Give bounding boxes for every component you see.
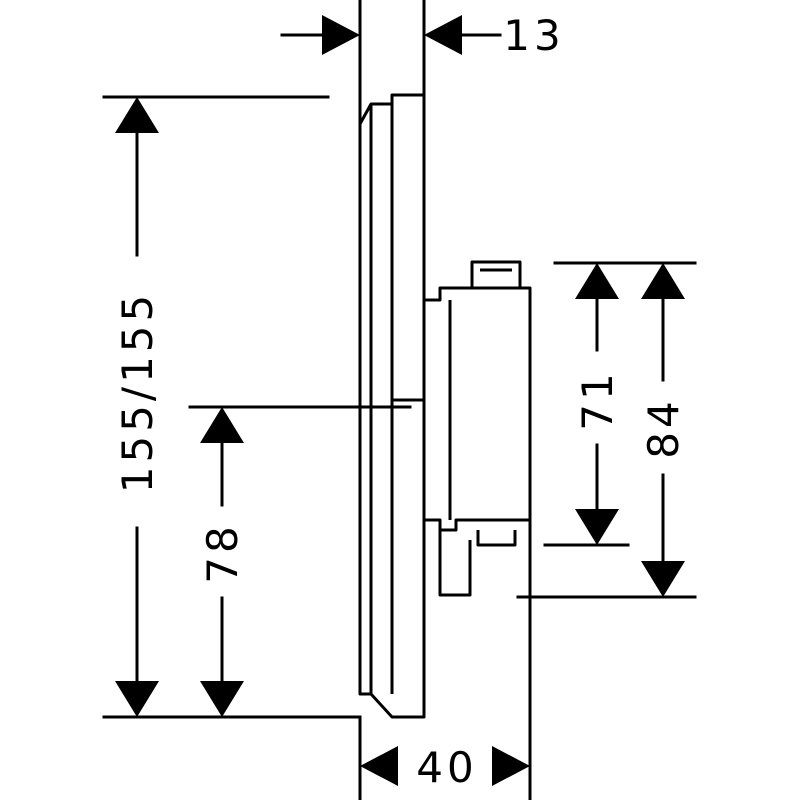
dimension-lines — [102, 0, 697, 800]
arrow-71-bottom — [575, 509, 619, 545]
arrow-40-right — [492, 746, 530, 786]
cover-plate-outline — [358, 93, 426, 719]
arrow-13-right — [424, 15, 462, 55]
body-outline — [424, 286, 532, 532]
product-outline — [358, 93, 532, 719]
dimension-labels: 13 40 155/155 78 71 84 — [113, 11, 688, 792]
top-connector — [470, 260, 522, 288]
arrow-84-top — [641, 263, 685, 299]
arrow-78-bottom — [200, 681, 244, 717]
lower-outlet — [438, 530, 472, 597]
dim-label-40: 40 — [416, 743, 477, 792]
dim-label-78: 78 — [198, 522, 247, 583]
arrow-155-top — [115, 97, 159, 133]
arrow-40-left — [360, 746, 398, 786]
arrow-155-bottom — [115, 681, 159, 717]
dim-label-84: 84 — [639, 397, 688, 458]
dimension-arrows — [115, 15, 685, 786]
arrow-13-left — [322, 15, 360, 55]
bottom-connector — [476, 530, 517, 547]
arrow-84-bottom — [641, 561, 685, 597]
arrow-78-top — [200, 407, 244, 443]
dim-label-155: 155/155 — [113, 291, 162, 493]
dim-label-13: 13 — [503, 11, 564, 60]
arrow-71-top — [575, 263, 619, 299]
dim-label-71: 71 — [573, 369, 622, 430]
